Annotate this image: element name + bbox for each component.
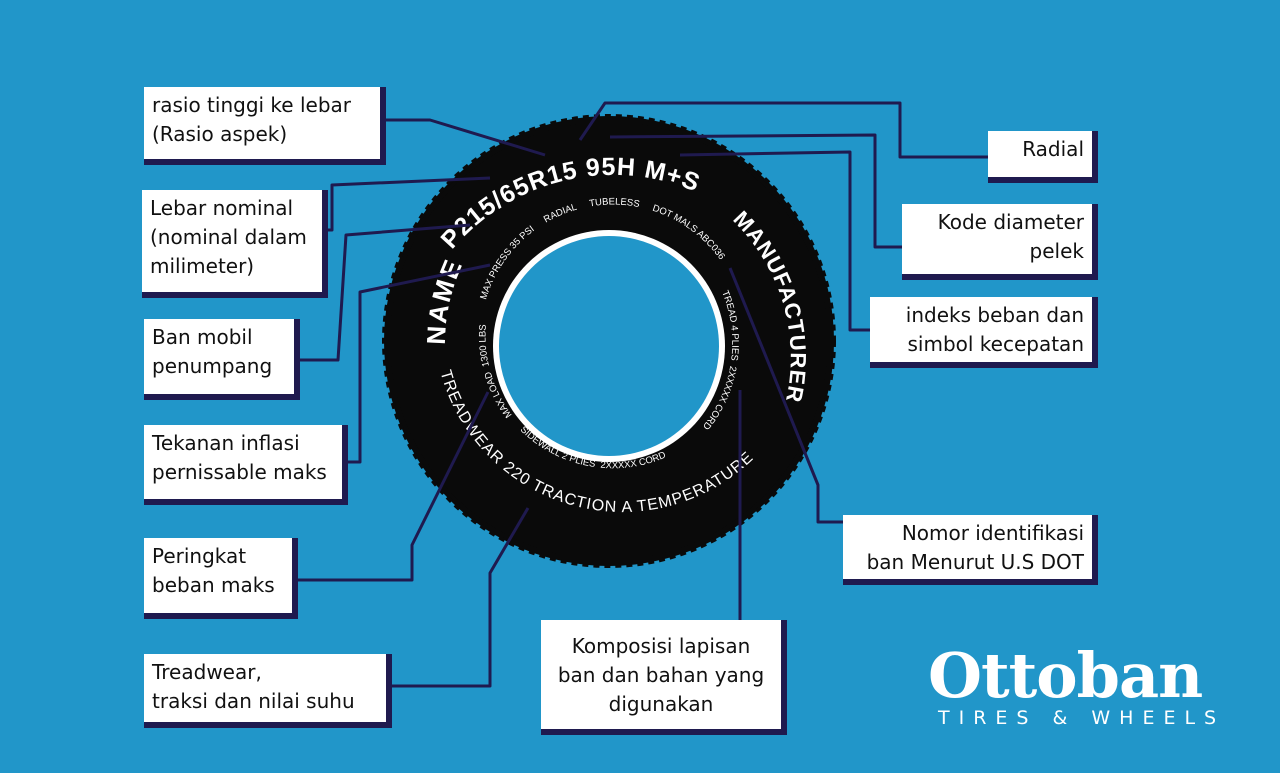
leader-max-pressure — [342, 263, 491, 464]
label-passenger-car: Ban mobil penumpang — [144, 319, 300, 400]
label-max-load: Peringkat beban maks — [144, 538, 298, 619]
label-load-speed: indeks beban dan simbol kecepatan — [870, 297, 1098, 368]
leader-dot-id — [728, 267, 843, 524]
leader-passenger-car — [298, 223, 471, 362]
label-rim-diameter: Kode diameter pelek — [902, 204, 1098, 280]
brand-tagline: TIRES & WHEELS — [938, 707, 1226, 729]
label-plies: Komposisi lapisan ban dan bahan yang dig… — [541, 620, 787, 735]
leader-max-load — [294, 391, 490, 582]
leader-radial — [578, 101, 990, 159]
hub-hole — [499, 236, 719, 456]
label-nominal-width: Lebar nominal (nominal dalam milimeter) — [142, 190, 328, 298]
brand-logo: Ottoban TIRES & WHEELS — [928, 639, 1238, 735]
leader-load-speed — [679, 150, 870, 332]
brand-name: Ottoban — [928, 639, 1203, 712]
leader-treadwear — [388, 507, 530, 688]
label-radial: Radial — [988, 131, 1098, 183]
label-aspect-ratio: rasio tinggi ke lebar (Rasio aspek) — [144, 87, 386, 165]
leader-rim-diameter — [609, 133, 902, 249]
leader-aspect-ratio — [380, 118, 546, 157]
label-treadwear: Treadwear, traksi dan nilai suhu — [144, 654, 392, 728]
label-dot-id: Nomor identifikasi ban Menurut U.S DOT — [843, 515, 1098, 585]
label-max-pressure: Tekanan inflasi pernissable maks — [144, 425, 348, 505]
